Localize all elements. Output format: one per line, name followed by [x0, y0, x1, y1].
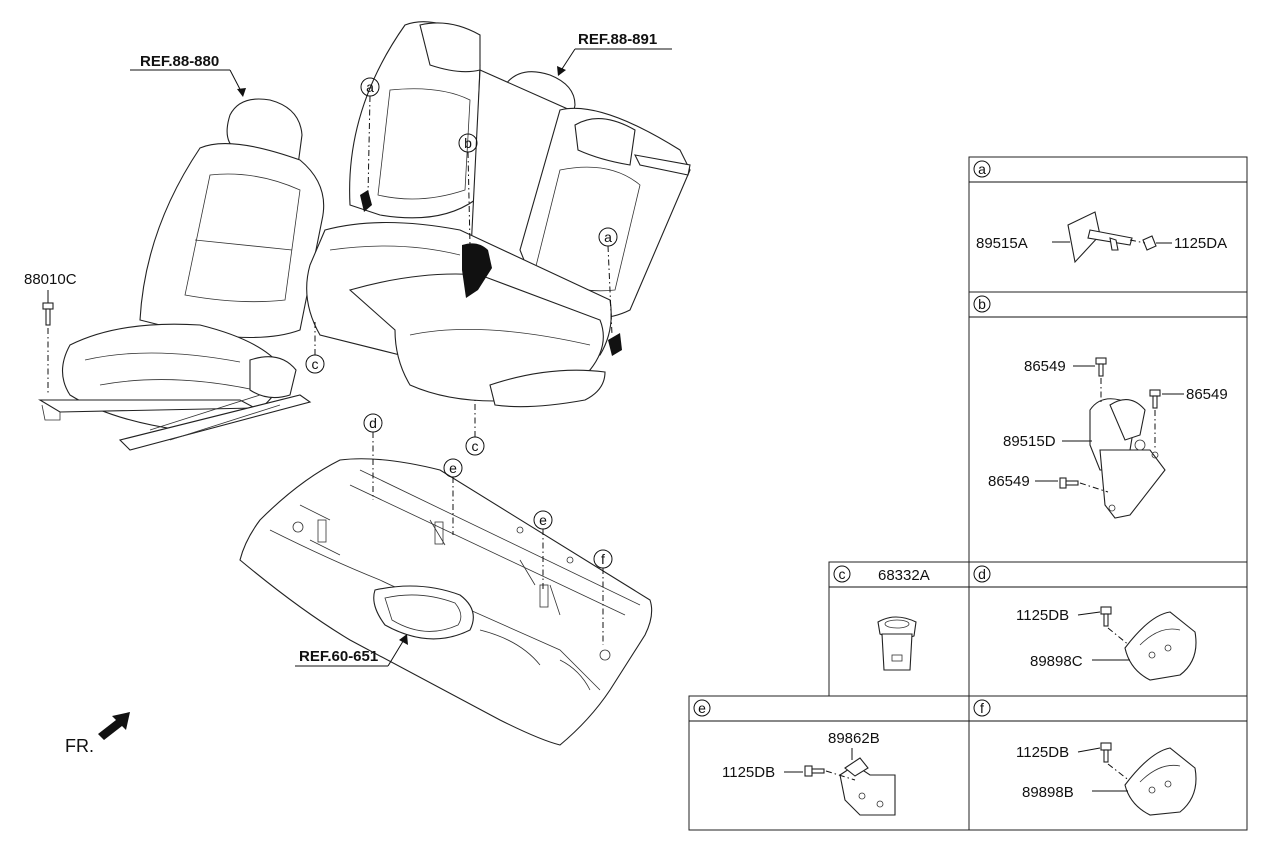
- ref-front-seat-label: REF.88-880: [140, 53, 219, 70]
- part-1125DA: 1125DA: [1174, 235, 1227, 252]
- part-89515D: 89515D: [1003, 433, 1056, 450]
- box-c-letter: c: [839, 566, 846, 582]
- ref-floor-panel: REF.60-651: [295, 634, 408, 667]
- svg-text:b: b: [464, 135, 472, 151]
- part-89862B: 89862B: [828, 730, 880, 747]
- svg-text:f: f: [601, 551, 605, 567]
- box-e-letter: e: [698, 700, 706, 716]
- detail-box-f: f 1125DB 89898B: [968, 695, 1248, 831]
- box-f-letter: f: [980, 700, 984, 716]
- detail-box-a: a 89515A 1125DA: [968, 156, 1248, 293]
- rear-seat-drawing: [306, 21, 691, 408]
- svg-text:e: e: [539, 512, 547, 528]
- part-89515A: 89515A: [976, 235, 1028, 252]
- svg-text:a: a: [604, 229, 612, 245]
- part-1125DB-f: 1125DB: [1016, 744, 1069, 761]
- callouts-main: a b a c c d e e f: [305, 77, 618, 645]
- ref-front-seat: REF.88-880: [130, 53, 246, 97]
- part-86549-right: 86549: [1186, 386, 1228, 403]
- detail-box-e: e 89862B 1125DB: [688, 695, 970, 831]
- part-1125DB-e: 1125DB: [722, 764, 775, 781]
- front-direction-indicator: FR.: [65, 712, 130, 756]
- part-89898C: 89898C: [1030, 653, 1083, 670]
- bolt-icon: [42, 302, 54, 310]
- svg-text:c: c: [312, 356, 319, 372]
- box-a-letter: a: [978, 161, 986, 177]
- front-bolt-group: 88010C: [24, 271, 77, 395]
- part-1125DB-d: 1125DB: [1016, 607, 1069, 624]
- ref-floor-panel-label: REF.60-651: [299, 648, 378, 665]
- svg-text:c: c: [472, 438, 479, 454]
- part-89898B: 89898B: [1022, 784, 1074, 801]
- part-68332A: 68332A: [878, 567, 930, 584]
- front-seat-drawing: [38, 98, 325, 451]
- ref-rear-seat-label: REF.88-891: [578, 31, 657, 48]
- detail-box-d: d 1125DB 89898C: [968, 561, 1248, 697]
- part-86549-bottom: 86549: [988, 473, 1030, 490]
- front-direction-label: FR.: [65, 736, 94, 756]
- svg-text:a: a: [366, 79, 374, 95]
- svg-text:e: e: [449, 460, 457, 476]
- detail-box-c: c 68332A: [828, 561, 970, 697]
- direction-arrow-icon: [98, 712, 130, 740]
- ref-rear-seat: REF.88-891: [557, 31, 672, 76]
- floor-panel-drawing: [239, 458, 653, 746]
- box-b-letter: b: [978, 296, 986, 312]
- part-86549-top: 86549: [1024, 358, 1066, 375]
- detail-box-b: b 86549 86549 89515D 86549: [968, 291, 1248, 563]
- box-d-letter: d: [978, 566, 986, 582]
- svg-text:d: d: [369, 415, 377, 431]
- front-bolt-label: 88010C: [24, 271, 77, 288]
